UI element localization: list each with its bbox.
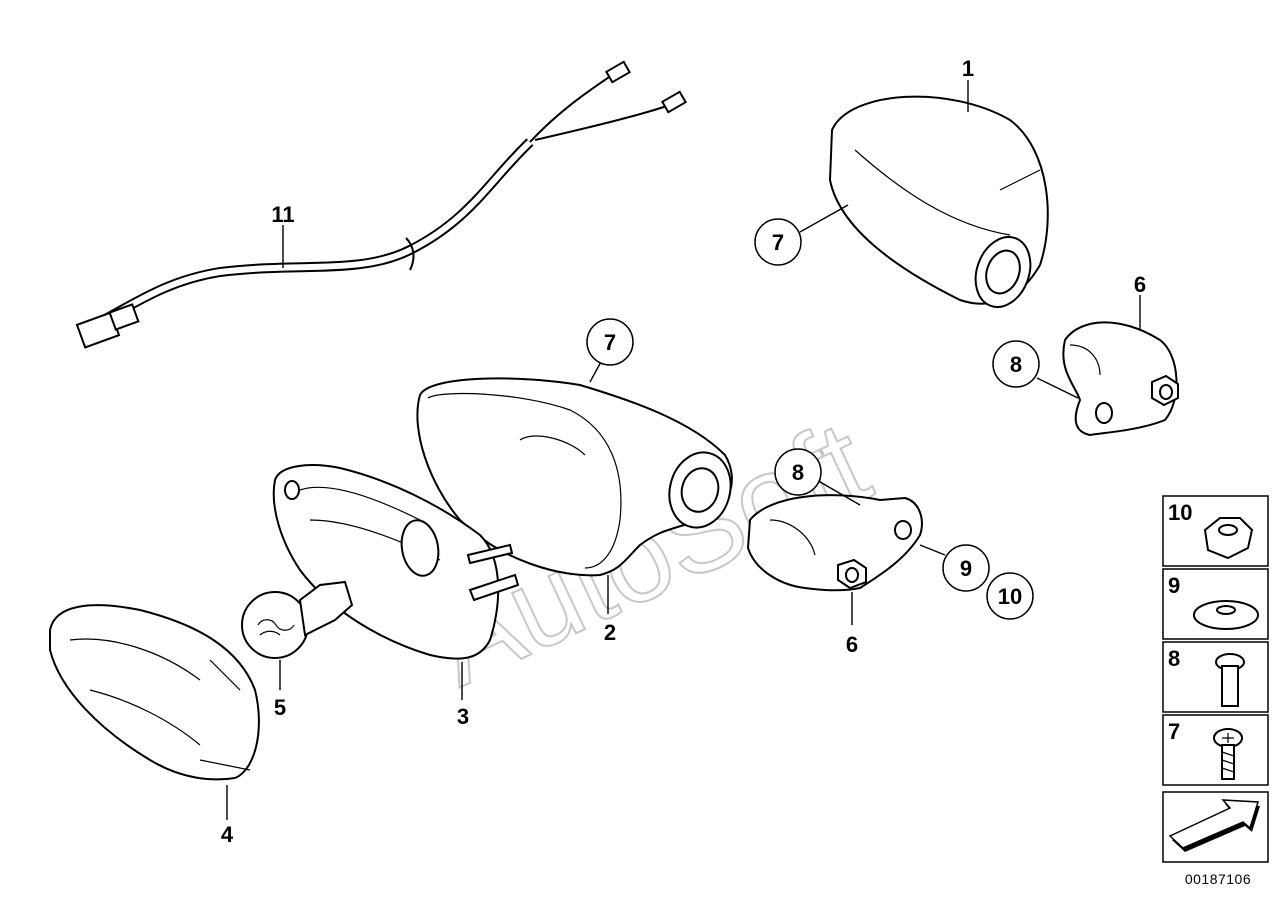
bracket-upper: [1062, 321, 1179, 437]
part-label-11: 11: [271, 202, 294, 227]
reflector: [272, 464, 520, 660]
part-label-3: 3: [457, 704, 469, 729]
legend-box-8: [1162, 641, 1269, 713]
bolt-icon: [1215, 653, 1245, 707]
bracket-lower: [746, 494, 923, 592]
legend-label-10: 10: [1168, 500, 1192, 525]
direction-arrow-icon: [1168, 799, 1260, 852]
nut-icon: [1203, 517, 1254, 560]
hardware-legend: 10 9 8 7: [1162, 495, 1269, 863]
legend-label-9: 9: [1168, 573, 1180, 598]
legend-box-7: [1162, 714, 1269, 786]
wiring-harness: [75, 60, 688, 349]
part-labels: 1 2 3 4 5 6 6 11: [221, 56, 1146, 847]
part-label-6-upper: 6: [1134, 272, 1146, 297]
turn-signal-housing-upper: [828, 95, 1049, 308]
callout-circle: [754, 218, 802, 266]
callout-circle: [992, 340, 1040, 388]
washer-icon: [1193, 600, 1259, 630]
part-label-6-lower: 6: [846, 632, 858, 657]
callout-7-upper: 7: [772, 230, 784, 255]
part-label-5: 5: [274, 695, 286, 720]
callout-7-middle: 7: [604, 330, 616, 355]
callout-8-upper: 8: [1010, 352, 1022, 377]
callout-circle: [774, 448, 822, 496]
bulb: [241, 580, 354, 659]
screw-icon: [1213, 728, 1243, 780]
callout-circle: [942, 544, 990, 592]
callout-circle: [986, 572, 1034, 620]
part-label-2: 2: [604, 620, 616, 645]
legend-label-7: 7: [1168, 719, 1180, 744]
reflector-housing: [416, 377, 733, 577]
callout-8-lower: 8: [792, 460, 804, 485]
lens-cover: [49, 604, 260, 781]
callout-9: 9: [960, 556, 972, 581]
part-label-4: 4: [221, 822, 234, 847]
part-label-1: 1: [962, 56, 974, 81]
callout-10: 10: [998, 584, 1022, 609]
callout-circle: [586, 318, 634, 366]
callouts: 7 7 8 8 9 10: [586, 218, 1040, 620]
document-number: 00187106: [1185, 871, 1251, 887]
legend-label-8: 8: [1168, 646, 1180, 671]
